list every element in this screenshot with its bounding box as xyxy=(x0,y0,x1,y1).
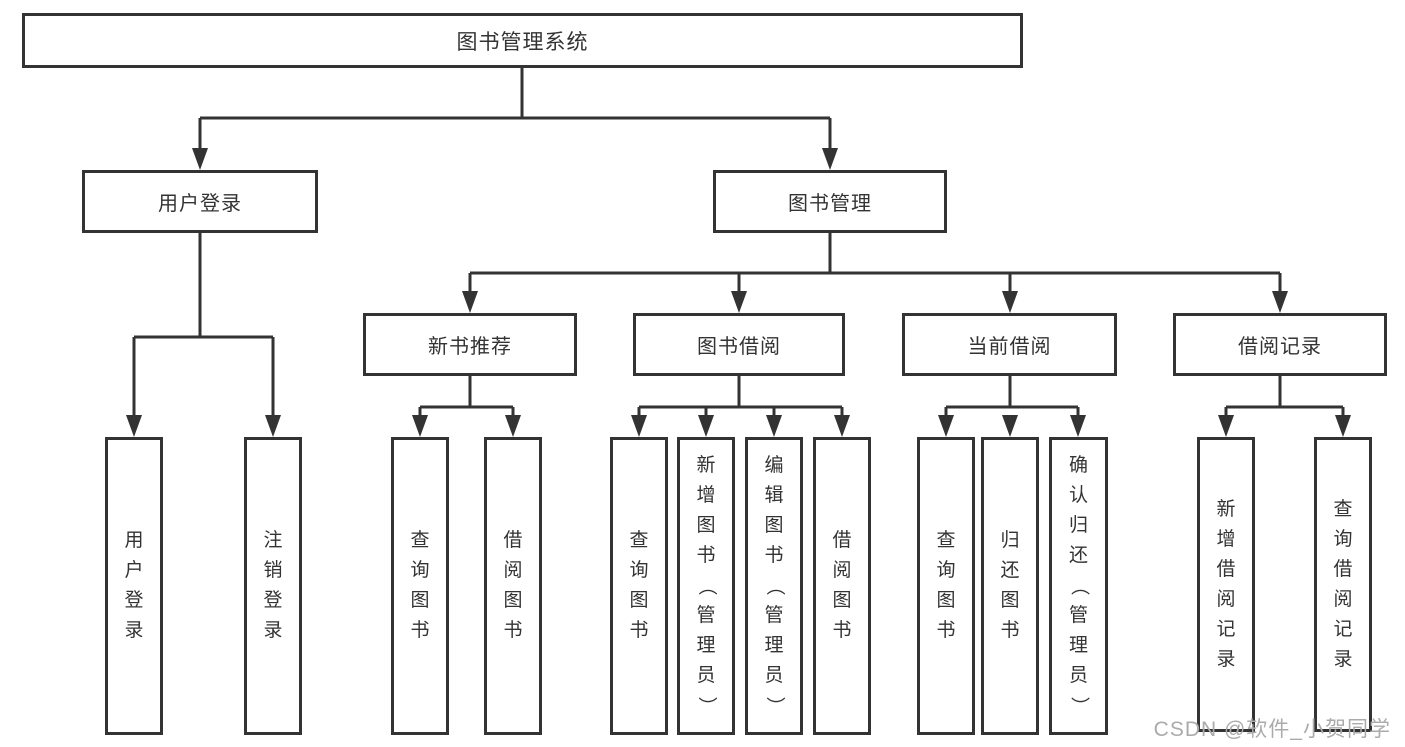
arrow-icon xyxy=(631,415,647,437)
node-label: 注销登录 xyxy=(263,530,283,641)
node-label: 图书管理系统 xyxy=(456,30,589,54)
leaf-query-borrow-record: 查询借阅记录 xyxy=(1314,437,1372,732)
watermark: CSDN @软件_小贺同学 xyxy=(1153,718,1391,741)
node-label: 确认归还（管理员） xyxy=(1068,455,1090,716)
arrow-icon xyxy=(462,291,478,313)
node-user-login: 用户登录 xyxy=(82,170,318,233)
arrow-icon xyxy=(822,148,838,170)
node-book-borrowing: 图书借阅 xyxy=(633,313,845,376)
arrow-icon xyxy=(412,415,428,437)
node-library-management-system: 图书管理系统 xyxy=(22,13,1023,68)
node-label: 新增借阅记录 xyxy=(1216,498,1236,670)
leaf-user-login: 用户登录 xyxy=(105,437,163,735)
node-label: 查询图书 xyxy=(410,530,430,641)
node-label: 新增图书（管理员） xyxy=(696,455,717,716)
node-label: 借阅记录 xyxy=(1238,336,1322,358)
node-book-management: 图书管理 xyxy=(713,170,947,233)
arrow-icon xyxy=(1070,415,1086,437)
arrow-icon xyxy=(1335,415,1351,437)
arrow-icon xyxy=(698,415,714,437)
node-label: 用户登录 xyxy=(158,193,242,215)
connector-paths xyxy=(132,68,1345,423)
arrow-icon xyxy=(1002,291,1018,313)
leaf-borrow-books-borrowing: 借阅图书 xyxy=(813,437,871,735)
node-label: 新书推荐 xyxy=(428,336,512,358)
node-borrowing-records: 借阅记录 xyxy=(1173,313,1387,376)
arrow-icon xyxy=(834,415,850,437)
leaf-add-borrow-record: 新增借阅记录 xyxy=(1197,437,1255,732)
node-label: 查询图书 xyxy=(936,530,956,641)
leaf-edit-books-admin: 编辑图书（管理员） xyxy=(745,437,803,735)
arrow-icon xyxy=(126,415,142,437)
node-label: 图书管理 xyxy=(788,193,872,215)
node-label: 归还图书 xyxy=(1000,530,1020,641)
arrow-icon xyxy=(731,291,747,313)
arrow-icon xyxy=(1002,415,1018,437)
leaf-add-books-admin: 新增图书（管理员） xyxy=(677,437,735,735)
node-label: 图书借阅 xyxy=(697,336,781,358)
arrow-icon xyxy=(1272,291,1288,313)
node-label: 编辑图书（管理员） xyxy=(764,455,785,716)
leaf-return-books: 归还图书 xyxy=(981,437,1039,735)
leaf-query-books-borrowing: 查询图书 xyxy=(610,437,668,735)
leaf-borrow-books-recommend: 借阅图书 xyxy=(484,437,542,735)
arrow-icon xyxy=(265,415,281,437)
node-label: 用户登录 xyxy=(124,530,144,641)
node-label: 当前借阅 xyxy=(967,336,1052,358)
arrow-icon xyxy=(766,415,782,437)
leaf-logout: 注销登录 xyxy=(244,437,302,735)
node-label: 查询借阅记录 xyxy=(1333,498,1353,670)
leaf-query-books-current: 查询图书 xyxy=(917,437,975,735)
arrow-icon xyxy=(938,415,954,437)
node-current-borrowing: 当前借阅 xyxy=(902,313,1117,376)
arrow-icon xyxy=(505,415,521,437)
node-label: 查询图书 xyxy=(629,530,649,641)
arrow-icon xyxy=(192,148,208,170)
node-new-book-recommendation: 新书推荐 xyxy=(363,313,577,376)
node-label: 借阅图书 xyxy=(832,530,852,641)
node-label: 借阅图书 xyxy=(503,530,523,641)
arrowheads xyxy=(126,148,1351,437)
leaf-query-books-recommend: 查询图书 xyxy=(391,437,449,735)
arrow-icon xyxy=(1218,415,1234,437)
leaf-confirm-return-admin: 确认归还（管理员） xyxy=(1049,437,1108,735)
